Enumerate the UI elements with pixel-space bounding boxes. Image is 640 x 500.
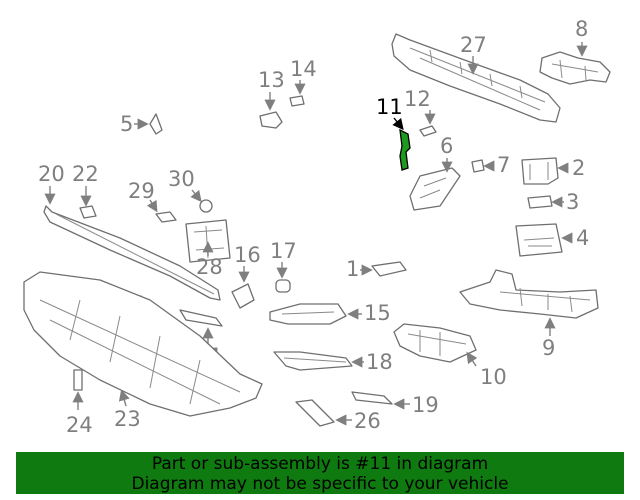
callout-26: 26	[354, 409, 381, 433]
callout-24: 24	[66, 413, 93, 437]
part-9-support	[459, 269, 599, 319]
callout-12: 12	[404, 87, 431, 111]
part-13-clip	[259, 111, 283, 129]
callout-29: 29	[128, 179, 155, 203]
callout-3: 3	[566, 190, 579, 214]
part-20-deflector	[43, 205, 221, 301]
callout-5: 5	[120, 112, 133, 136]
parts-diagram: 27 8 13 14 5 11 12 6 7	[23, 17, 611, 437]
callout-17: 17	[270, 239, 297, 263]
part-6-bracket	[409, 167, 461, 211]
callout-22: 22	[72, 162, 99, 186]
part-18-trim	[273, 351, 353, 371]
part-16-bracket	[231, 283, 255, 309]
part-23-undertray	[23, 271, 263, 417]
part-7-screw	[471, 159, 485, 173]
callout-10: 10	[480, 365, 507, 389]
callout-14: 14	[290, 57, 317, 81]
callout-13: 13	[258, 68, 285, 92]
callout-15: 15	[364, 301, 391, 325]
callout-19: 19	[412, 393, 439, 417]
callout-23: 23	[114, 407, 141, 431]
part-19-strip	[351, 391, 393, 405]
callout-9: 9	[542, 336, 555, 360]
callout-16: 16	[234, 243, 261, 267]
callout-4: 4	[576, 226, 589, 250]
part-12-bolt	[419, 125, 437, 137]
part-26-panel	[295, 399, 335, 427]
callout-28: 28	[196, 255, 223, 279]
callout-1: 1	[346, 257, 359, 281]
callout-27: 27	[460, 33, 487, 57]
banner-line-2: Diagram may not be specific to your vehi…	[131, 474, 509, 494]
part-5-clip	[149, 113, 163, 135]
callout-8: 8	[575, 17, 588, 41]
callout-20: 20	[38, 162, 65, 186]
callout-30: 30	[168, 167, 195, 191]
part-30-bolt	[199, 199, 213, 213]
part-22-clip	[79, 205, 97, 219]
callout-11: 11	[376, 95, 403, 119]
info-banner: Part or sub-assembly is #11 in diagram D…	[16, 452, 624, 494]
part-17-sensor	[275, 279, 291, 293]
callout-6: 6	[440, 134, 453, 158]
part-24-bolt	[73, 369, 83, 391]
banner-line-1: Part or sub-assembly is #11 in diagram	[151, 454, 489, 474]
part-15-trim	[269, 303, 347, 325]
callout-2: 2	[572, 156, 585, 180]
part-11-bracket-highlighted	[399, 128, 411, 171]
part-1-cover	[371, 261, 407, 277]
part-2-bracket	[521, 157, 559, 185]
part-4-grille	[515, 223, 563, 257]
part-3-clip	[527, 195, 553, 209]
part-14-bolt	[289, 95, 305, 107]
part-8-bracket	[539, 51, 611, 85]
callout-7: 7	[497, 153, 510, 177]
part-10-grille	[393, 323, 477, 363]
part-29-bolt	[155, 211, 177, 223]
callout-18: 18	[366, 350, 393, 374]
part-21-panel	[179, 309, 223, 327]
